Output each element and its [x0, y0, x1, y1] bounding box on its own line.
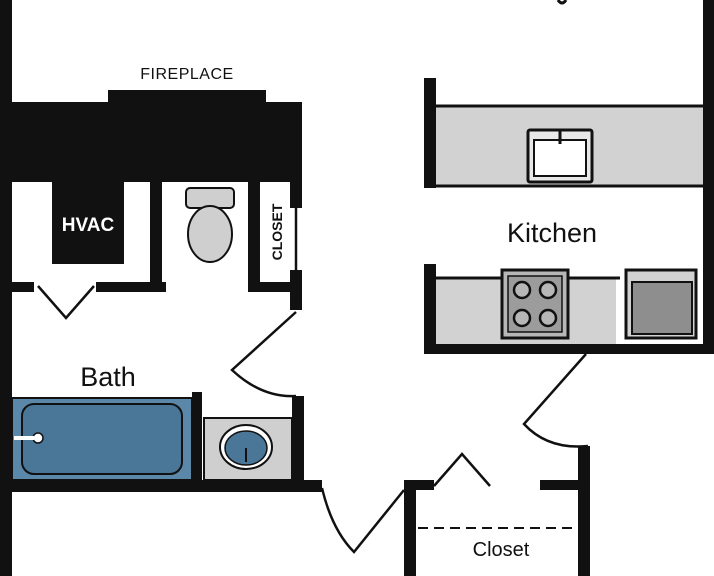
fireplace-block [0, 102, 302, 182]
hvac-box: HVAC [52, 182, 124, 264]
bath-sink-icon [203, 417, 293, 481]
stove-icon [500, 268, 570, 340]
wall-kitchen-left-upper [424, 78, 436, 188]
entry-door [320, 487, 405, 554]
wall-bath-bottom [0, 480, 322, 492]
bathtub-icon [11, 397, 193, 481]
closet-label: Closet [473, 539, 530, 561]
fireplace-label: FIREPLACE [140, 66, 233, 83]
closet-door [433, 452, 491, 487]
wall-hvac-right [150, 180, 162, 288]
kitchen-door [522, 353, 589, 448]
cropped-text-fragment [556, 0, 568, 5]
wall-bath-top-left [0, 282, 34, 292]
small-closet-label: CLOSET [269, 203, 285, 260]
wall-bath-right [292, 396, 304, 488]
wall-closet-right [578, 446, 590, 576]
wall-kitchen-bottom [424, 344, 586, 354]
wall-kitchen-left-lower [424, 264, 436, 354]
door-swings [37, 208, 589, 554]
bath-label: Bath [80, 362, 136, 392]
hvac-label: HVAC [62, 215, 115, 236]
dishwasher-icon [624, 268, 698, 340]
wall-closet-left [404, 480, 416, 576]
wall-closet-left [248, 180, 260, 288]
wall-closet-top-left [404, 480, 434, 490]
wall-closet-top-right [540, 480, 588, 490]
wall-kitchen-bottom-right [586, 344, 714, 354]
wall-bath-top-right [248, 282, 302, 292]
fireplace-hearth [108, 90, 266, 104]
wall-tub-divider [192, 392, 202, 486]
kitchen-sink-icon [526, 128, 594, 184]
toilet-icon [185, 187, 235, 263]
hvac-door [37, 285, 95, 320]
wall-bath-top-mid [96, 282, 166, 292]
kitchen-label: Kitchen [507, 218, 597, 248]
wall-closet-right [290, 180, 302, 208]
bath-door [230, 311, 297, 398]
wall-right-outer [703, 0, 714, 354]
